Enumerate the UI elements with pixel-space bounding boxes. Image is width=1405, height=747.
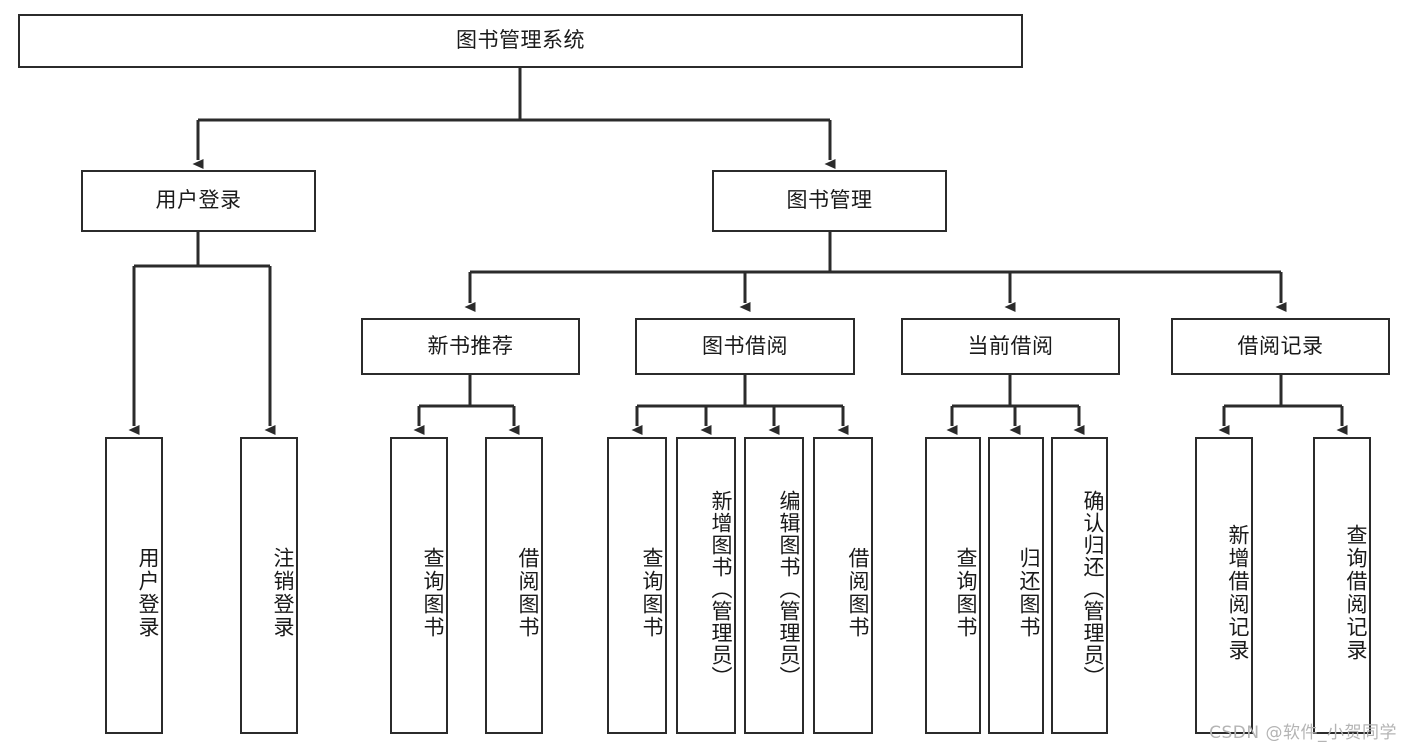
- node-leaf-add-record[interactable]: 新增借阅记录: [1195, 437, 1253, 734]
- node-leaf-add-book-label: 新增图书（管理员）: [709, 489, 733, 688]
- node-leaf-confirm-return[interactable]: 确认归还（管理员）: [1051, 437, 1108, 734]
- node-leaf-user-login[interactable]: 用户登录: [105, 437, 163, 734]
- node-borrow-record[interactable]: 借阅记录: [1171, 318, 1390, 375]
- node-leaf-user-login-label: 用户登录: [136, 546, 160, 639]
- node-leaf-add-book[interactable]: 新增图书（管理员）: [676, 437, 736, 734]
- node-leaf-edit-book[interactable]: 编辑图书（管理员）: [744, 437, 804, 734]
- node-leaf-logout-login-label: 注销登录: [271, 546, 295, 639]
- node-book-manage-label: 图书管理: [786, 188, 873, 213]
- node-user-login-label: 用户登录: [155, 188, 242, 213]
- node-root[interactable]: 图书管理系统: [18, 14, 1023, 68]
- node-book-borrow-label: 图书借阅: [702, 333, 788, 358]
- node-new-book-recommend-label: 新书推荐: [427, 333, 514, 358]
- node-leaf-borrow-book-1[interactable]: 借阅图书: [485, 437, 543, 734]
- node-current-borrow-label: 当前借阅: [967, 333, 1054, 358]
- node-book-borrow[interactable]: 图书借阅: [635, 318, 855, 375]
- node-book-manage[interactable]: 图书管理: [712, 170, 947, 232]
- node-leaf-add-record-label: 新增借阅记录: [1226, 523, 1250, 662]
- node-leaf-logout-login[interactable]: 注销登录: [240, 437, 298, 734]
- node-leaf-query-book-3[interactable]: 查询图书: [925, 437, 981, 734]
- node-leaf-query-book-1[interactable]: 查询图书: [390, 437, 448, 734]
- node-borrow-record-label: 借阅记录: [1237, 333, 1324, 358]
- node-user-login[interactable]: 用户登录: [81, 170, 316, 232]
- node-leaf-query-book-1-label: 查询图书: [421, 546, 445, 639]
- node-leaf-borrow-book-1-label: 借阅图书: [516, 546, 540, 639]
- node-new-book-recommend[interactable]: 新书推荐: [361, 318, 580, 375]
- node-current-borrow[interactable]: 当前借阅: [901, 318, 1120, 375]
- node-leaf-borrow-book-2-label: 借阅图书: [846, 546, 870, 639]
- node-leaf-confirm-return-label: 确认归还（管理员）: [1081, 489, 1105, 688]
- node-leaf-edit-book-label: 编辑图书（管理员）: [777, 489, 801, 688]
- watermark: CSDN @软件_小贺同学: [1209, 723, 1397, 743]
- node-root-label: 图书管理系统: [456, 28, 585, 53]
- node-leaf-query-record-label: 查询借阅记录: [1344, 523, 1368, 662]
- node-leaf-borrow-book-2[interactable]: 借阅图书: [813, 437, 873, 734]
- node-leaf-return-book-label: 归还图书: [1017, 546, 1041, 639]
- node-leaf-query-book-2-label: 查询图书: [640, 546, 664, 639]
- node-leaf-query-book-2[interactable]: 查询图书: [607, 437, 667, 734]
- node-leaf-return-book[interactable]: 归还图书: [988, 437, 1044, 734]
- node-leaf-query-book-3-label: 查询图书: [954, 546, 978, 639]
- node-leaf-query-record[interactable]: 查询借阅记录: [1313, 437, 1371, 734]
